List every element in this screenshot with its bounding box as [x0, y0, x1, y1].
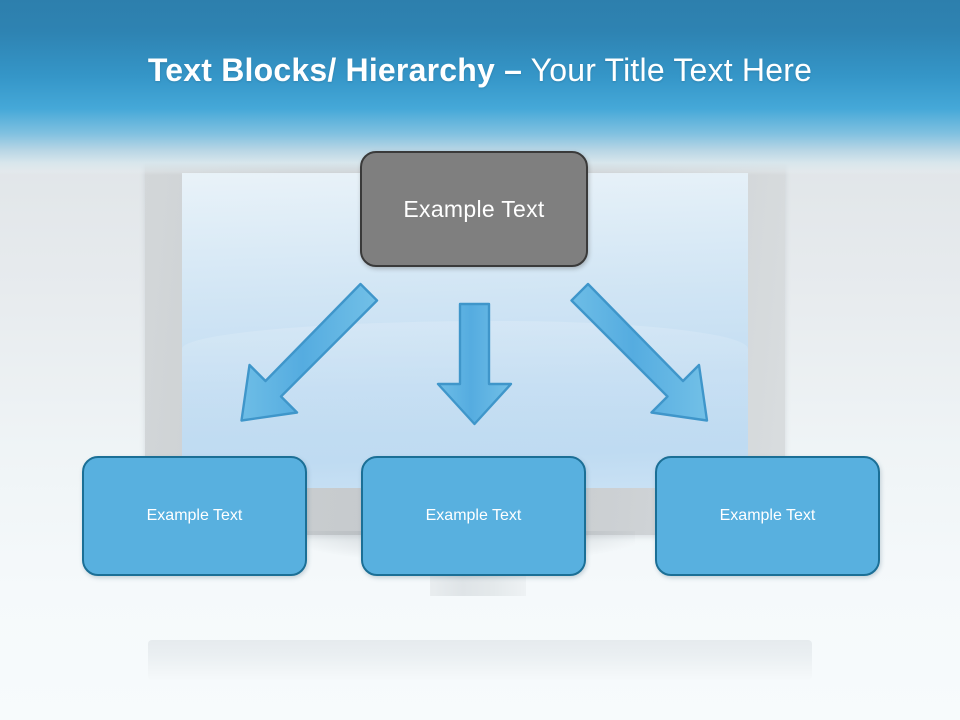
node-child-2[interactable]: Example Text: [361, 456, 586, 576]
node-root[interactable]: Example Text: [360, 151, 588, 267]
node-child-3[interactable]: Example Text: [655, 456, 880, 576]
node-child-1-label: Example Text: [146, 507, 243, 524]
page-title-light: Your Title Text Here: [522, 52, 813, 88]
node-root-label: Example Text: [403, 195, 545, 222]
node-child-2-label: Example Text: [425, 507, 522, 524]
page-title: Text Blocks/ Hierarchy – Your Title Text…: [0, 52, 960, 89]
node-child-3-label: Example Text: [719, 507, 816, 524]
node-child-1[interactable]: Example Text: [82, 456, 307, 576]
monitor-base: [148, 640, 812, 680]
page-title-strong: Text Blocks/ Hierarchy –: [147, 52, 523, 88]
title-banner: [0, 0, 960, 175]
